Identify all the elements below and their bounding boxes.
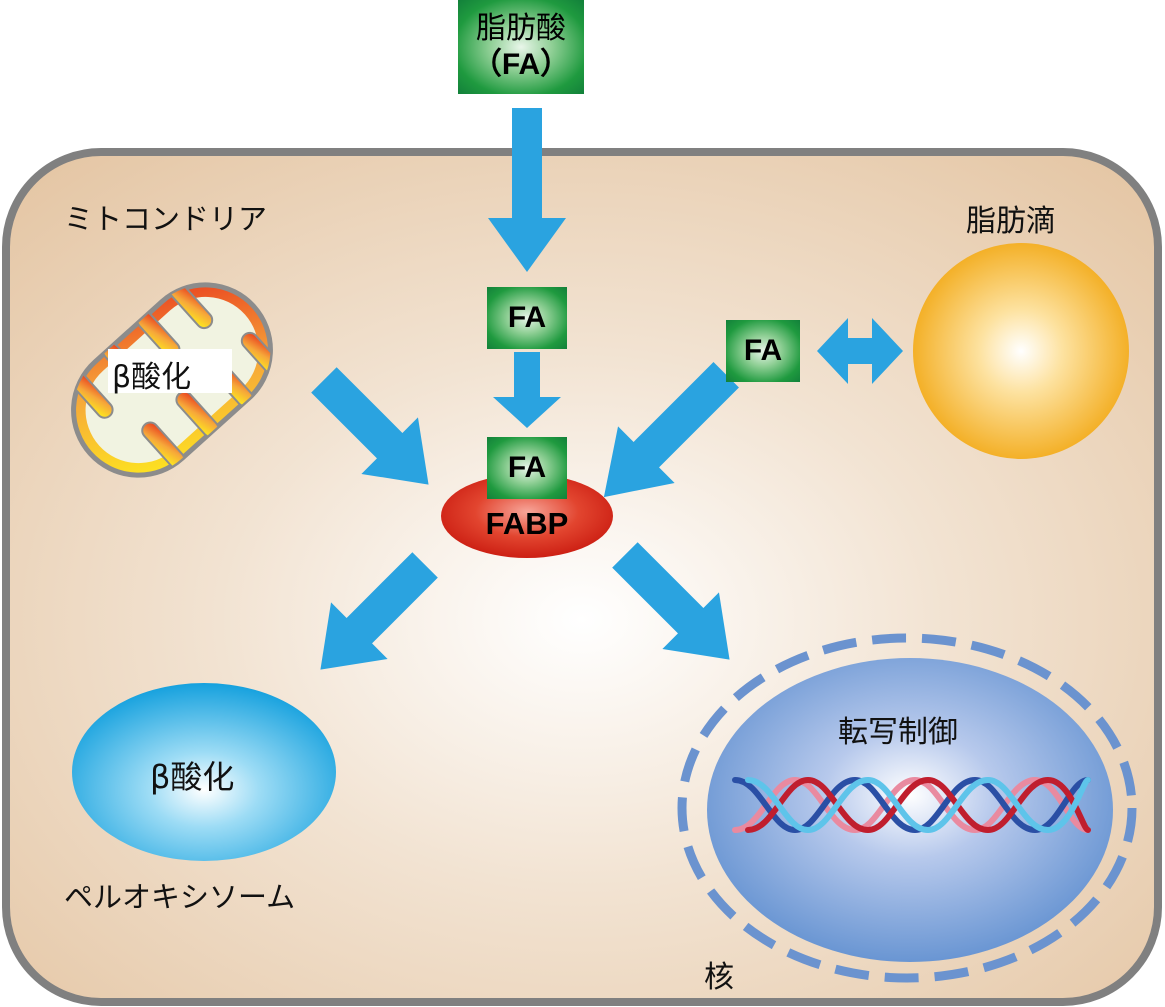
arrow-lipid-to-fabp <box>603 362 739 498</box>
peroxisome-process: β酸化 <box>150 758 235 796</box>
arrows <box>311 108 903 670</box>
fatty-acid-box: 脂肪酸 （FA） <box>458 0 584 94</box>
fa-label: FA <box>743 334 783 367</box>
fa-label: FA <box>507 301 547 334</box>
fatty-acid-label: 脂肪酸 <box>476 11 566 46</box>
fa-label: FA <box>507 451 547 484</box>
peroxisome-title: ペルオキシソーム <box>64 880 296 914</box>
arrow-to-mitochondria <box>311 367 429 485</box>
nucleus <box>707 658 1113 962</box>
fa-box-bound: FA <box>487 437 567 499</box>
fa-box-lipid: FA <box>726 320 800 382</box>
nucleus-process: 転写制御 <box>838 715 958 750</box>
fabp-label: FABP <box>485 506 569 541</box>
fatty-acid-abbrev: （FA） <box>471 48 571 81</box>
nucleus-title: 核 <box>704 960 734 995</box>
fa-box-cytoplasm: FA <box>487 287 567 349</box>
fabp-protein <box>441 474 613 558</box>
lipid-droplet <box>913 243 1129 459</box>
arrow-fa-to-fabp <box>493 352 561 428</box>
dna-helix <box>732 776 1091 834</box>
arrow-bidirectional <box>817 318 903 384</box>
lipid-droplet-title: 脂肪滴 <box>966 204 1056 239</box>
arrow-to-nucleus <box>612 542 730 660</box>
arrow-to-peroxisome <box>320 552 438 670</box>
mitochondria-process: β酸化 <box>112 360 192 395</box>
mitochondria-title: ミトコンドリア <box>64 202 268 236</box>
mitochondria-label-bg <box>108 349 232 393</box>
arrow-uptake <box>488 108 566 272</box>
peroxisome <box>72 683 336 861</box>
nuclear-envelope <box>677 633 1137 983</box>
